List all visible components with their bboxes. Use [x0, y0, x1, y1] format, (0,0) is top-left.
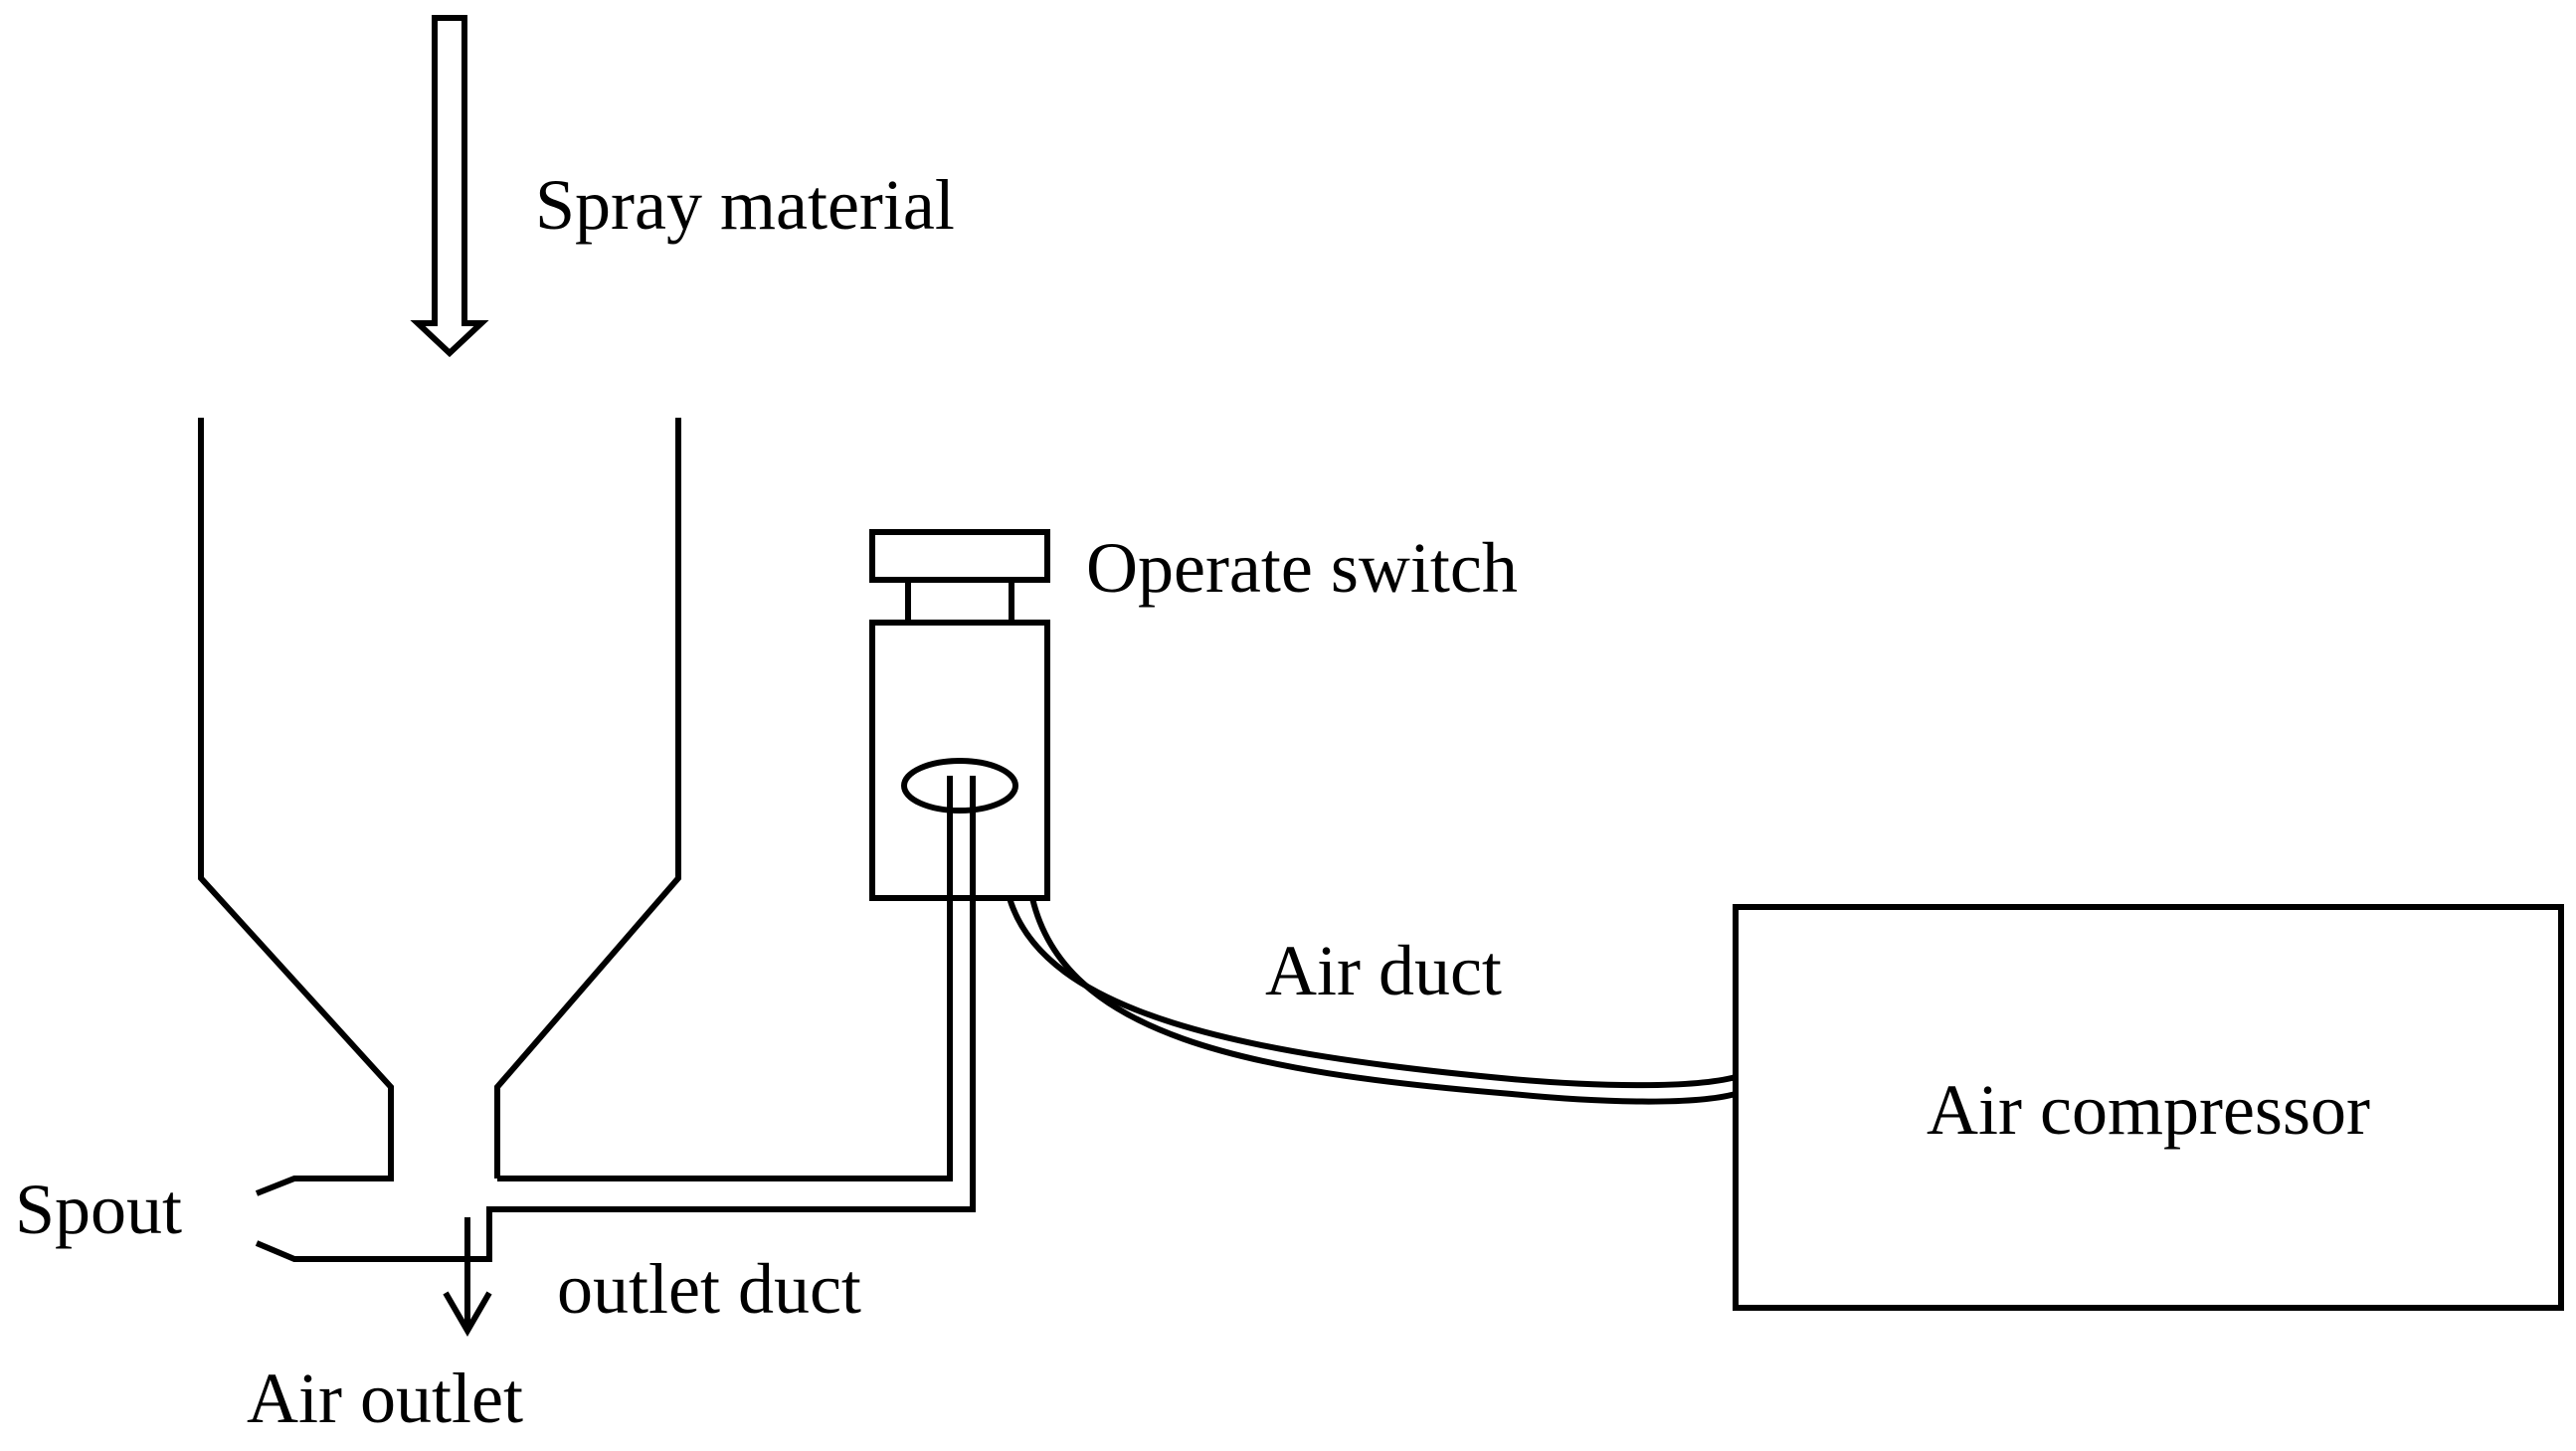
label-air-compressor: Air compressor — [1927, 1070, 2370, 1150]
switch-stem — [905, 577, 1014, 626]
hopper-left-wall — [198, 418, 394, 1196]
outlet-duct-upper — [497, 776, 953, 1181]
spout-lower-edge — [255, 776, 976, 1262]
label-outlet-duct: outlet duct — [557, 1249, 861, 1329]
air-compressor-box — [1733, 904, 2564, 1311]
label-air-duct: Air duct — [1265, 931, 1502, 1010]
air-duct-line-bottom — [1029, 897, 1737, 1105]
label-spray-material: Spray material — [535, 165, 955, 245]
spray-material-arrow — [410, 15, 489, 358]
hopper-right-wall — [494, 418, 681, 1179]
air-outlet-arrow-head — [443, 1291, 492, 1337]
label-spout: Spout — [15, 1170, 182, 1249]
switch-valve — [901, 758, 1018, 814]
switch-cap — [869, 529, 1050, 583]
switch-body — [869, 620, 1050, 901]
label-operate-switch: Operate switch — [1086, 528, 1518, 608]
air-duct-line-top — [1007, 897, 1737, 1089]
label-air-outlet: Air outlet — [247, 1359, 523, 1438]
